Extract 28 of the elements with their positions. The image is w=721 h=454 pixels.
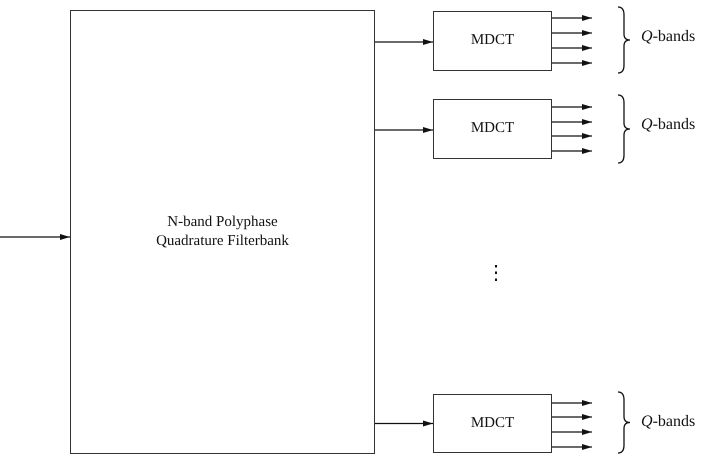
block-label: MDCT [470,119,514,138]
arrow [552,429,592,435]
arrow [552,30,592,36]
band-count-label: Q-bands [641,413,696,431]
arrow [375,420,433,426]
arrow [552,414,592,420]
arrow [375,39,433,45]
arrow [552,133,592,139]
band-count-label: Q-bands [641,116,696,134]
arrow [552,15,592,21]
ellipsis-mark: ⋮ [486,261,506,285]
filterbank-block [70,10,375,454]
arrow [552,45,592,51]
arrow [375,127,433,133]
arrow [0,234,70,240]
transform-block [433,394,552,453]
arrow [552,104,592,110]
band-count-label: Q-bands [641,28,696,46]
arrow [552,444,592,450]
arrow [552,400,592,406]
block-label: N-band Polyphase Quadrature Filterbank [155,212,290,251]
arrow [552,148,592,154]
transform-block [433,99,552,159]
arrow [552,119,592,125]
arrow [552,60,592,66]
block-label: MDCT [470,31,514,50]
block-label: MDCT [470,414,514,433]
transform-block [433,11,552,71]
